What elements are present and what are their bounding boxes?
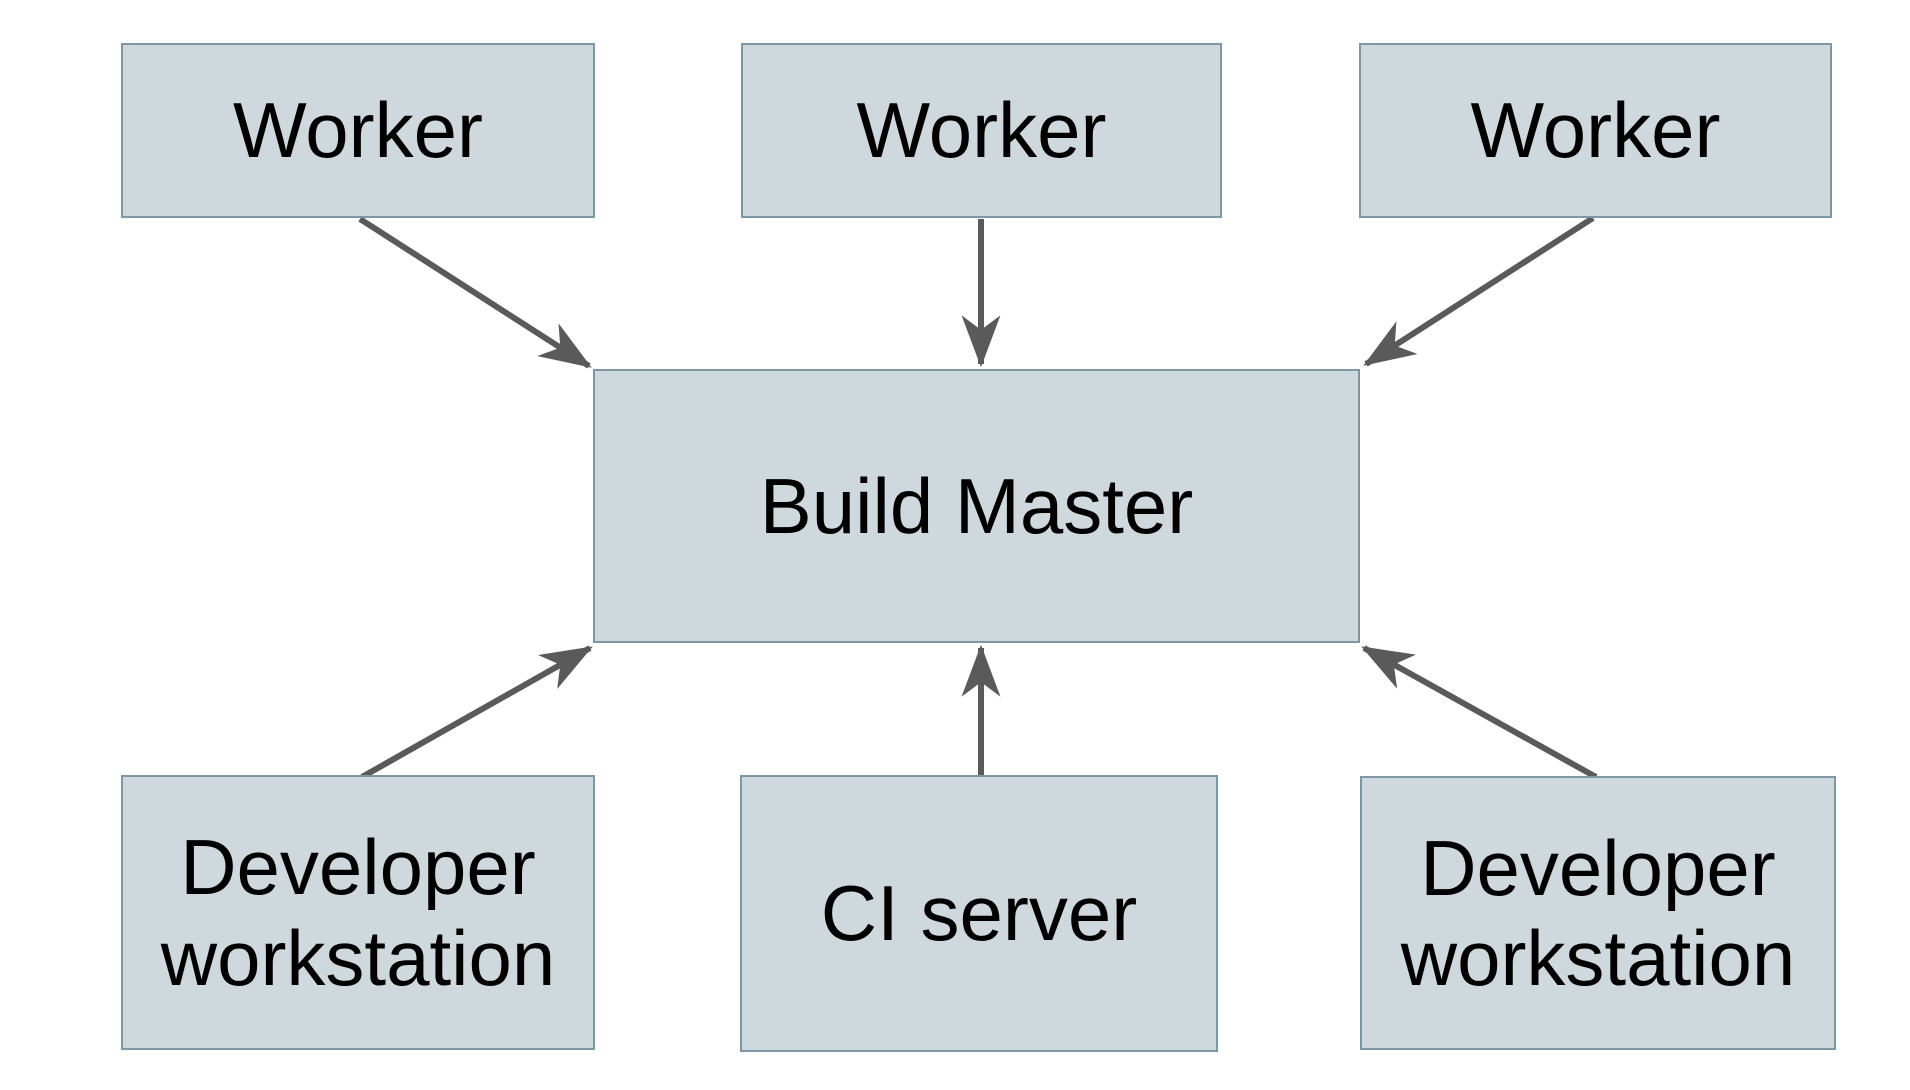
node-developer-workstation-right-label: Developer workstation <box>1400 823 1796 1002</box>
node-worker-3-label: Worker <box>1470 86 1721 175</box>
node-worker-1: Worker <box>121 43 595 218</box>
arrow-worker3-to-build-master <box>1363 215 1595 367</box>
arrow-worker1-to-build-master <box>358 216 592 369</box>
node-worker-2: Worker <box>741 43 1222 218</box>
node-developer-workstation-right: Developer workstation <box>1360 776 1836 1050</box>
node-worker-2-label: Worker <box>856 86 1107 175</box>
arrow-dev-left-to-build-master <box>360 645 593 780</box>
node-developer-workstation-left-label: Developer workstation <box>160 823 556 1002</box>
node-worker-1-label: Worker <box>233 86 483 175</box>
node-ci-server-label: CI server <box>820 869 1138 958</box>
node-developer-workstation-left: Developer workstation <box>121 775 595 1050</box>
node-build-master: Build Master <box>593 369 1360 643</box>
node-ci-server: CI server <box>740 775 1218 1052</box>
arrow-dev-right-to-build-master <box>1361 645 1598 780</box>
node-worker-3: Worker <box>1359 43 1832 218</box>
node-build-master-label: Build Master <box>759 461 1194 550</box>
